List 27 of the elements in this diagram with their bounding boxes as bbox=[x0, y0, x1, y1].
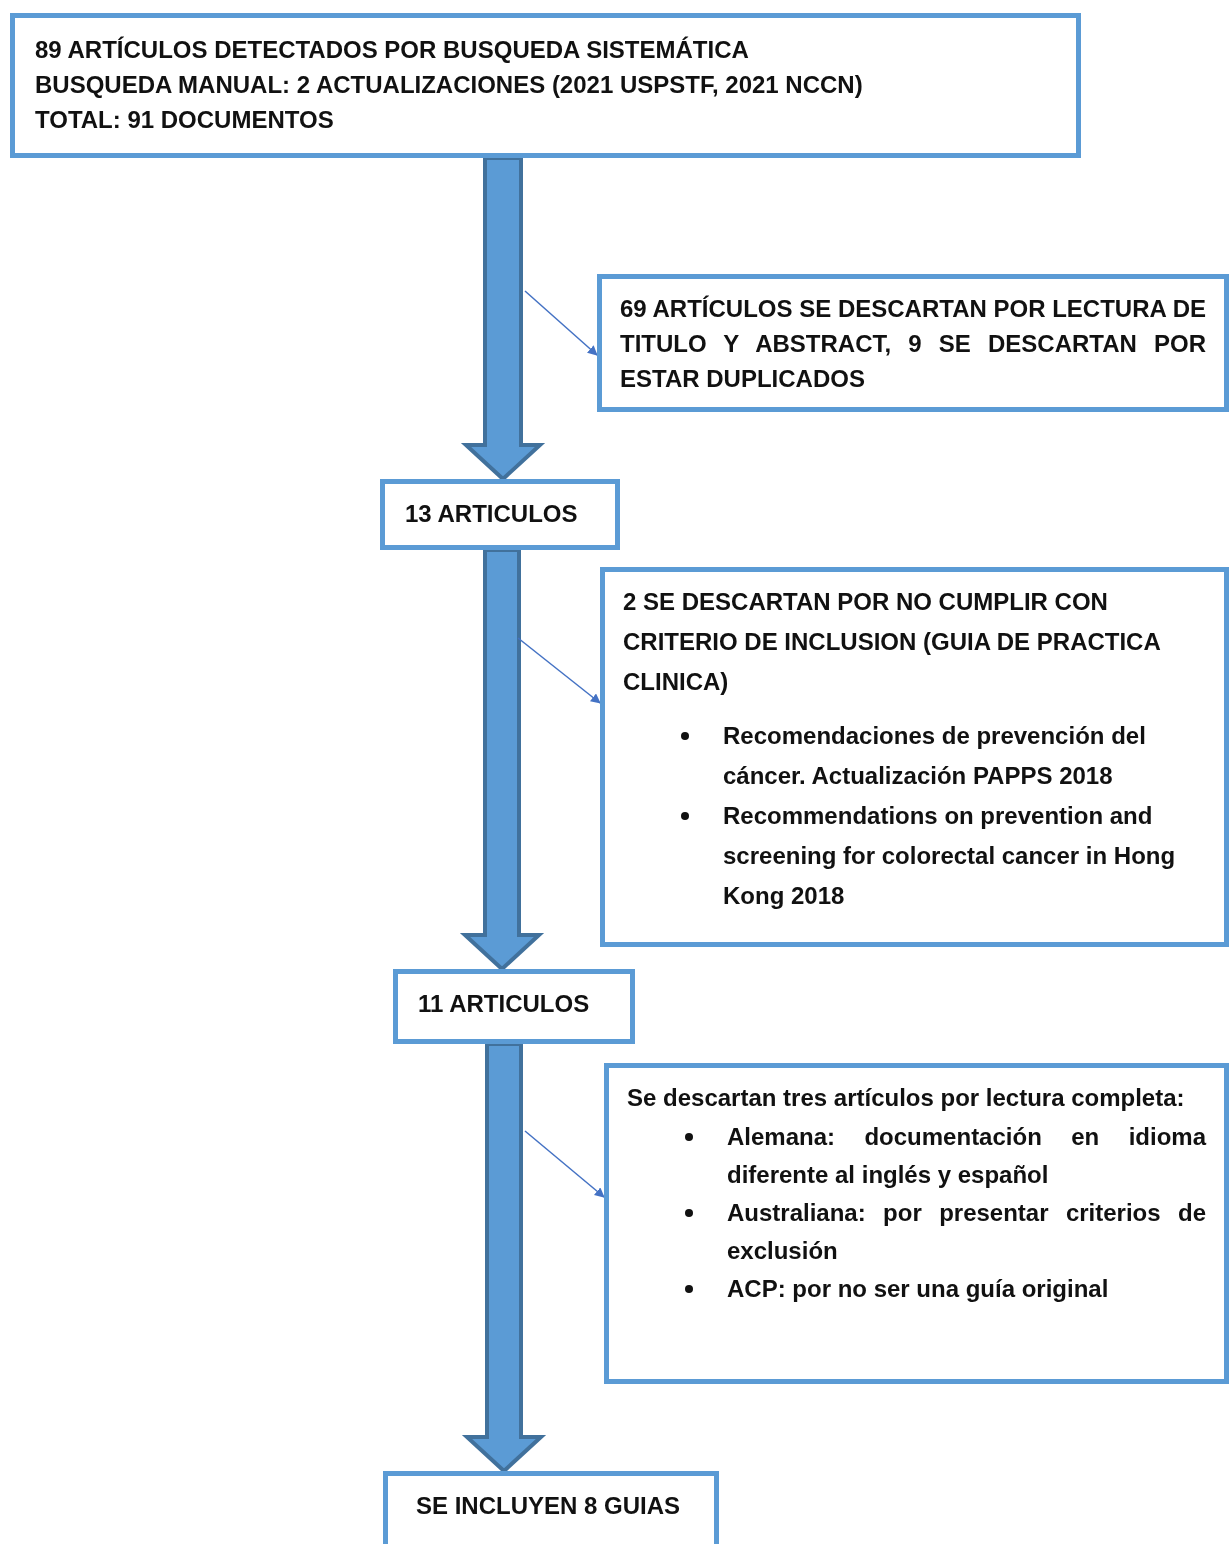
arrow bbox=[524, 1130, 605, 1198]
box-text: BUSQUEDA MANUAL: 2 ACTUALIZACIONES (2021 USPSTF, 2021 NCCN) bbox=[35, 70, 864, 100]
arrow bbox=[517, 637, 601, 704]
box-text: 13 ARTICULOS bbox=[405, 499, 579, 529]
bullet-item-text: Recommendations on prevention and screening for colorectal cancer in Hong Kong 2018 bbox=[723, 801, 1177, 911]
box-text: TOTAL: 91 DOCUMENTOS bbox=[35, 105, 335, 135]
block-arrow bbox=[460, 156, 546, 482]
bullet-item-text: ACP: por no ser una guía original bbox=[727, 1274, 1110, 1304]
box-text: 69 ARTÍCULOS SE DESCARTAN POR LECTURA DE TITULO Y ABSTRACT, 9 SE DESCARTAN POR ESTAR DUPLICADOS bbox=[620, 294, 1206, 394]
box-text: 2 SE DESCARTAN POR NO CUMPLIR CON CRITERIO DE INCLUSION (GUIA DE PRACTICA CLINICA) bbox=[623, 587, 1161, 697]
process-box bbox=[604, 1063, 1229, 1384]
process-box bbox=[383, 1471, 719, 1544]
process-box bbox=[380, 479, 620, 550]
process-box bbox=[600, 567, 1229, 947]
block-arrow bbox=[461, 1042, 547, 1474]
box-text: Se descartan tres artículos por lectura completa: bbox=[627, 1083, 1186, 1113]
box-text: 11 ARTICULOS bbox=[418, 989, 591, 1019]
box-text: 89 ARTÍCULOS DETECTADOS POR BUSQUEDA SISTEMÁTICA bbox=[35, 35, 750, 65]
box-text: SE INCLUYEN 8 GUIAS bbox=[416, 1491, 682, 1521]
bullet-item-text: Australiana: por presentar criterios de exclusión bbox=[727, 1198, 1206, 1266]
bullet-item-text: Alemana: documentación en idioma diferente al inglés y español bbox=[727, 1122, 1206, 1190]
arrow bbox=[524, 290, 598, 356]
process-box bbox=[393, 969, 635, 1044]
block-arrow bbox=[459, 548, 545, 972]
process-box bbox=[597, 274, 1229, 412]
process-box bbox=[10, 13, 1081, 158]
bullet-item-text: Recomendaciones de prevención del cáncer. Actualización PAPPS 2018 bbox=[723, 721, 1147, 791]
